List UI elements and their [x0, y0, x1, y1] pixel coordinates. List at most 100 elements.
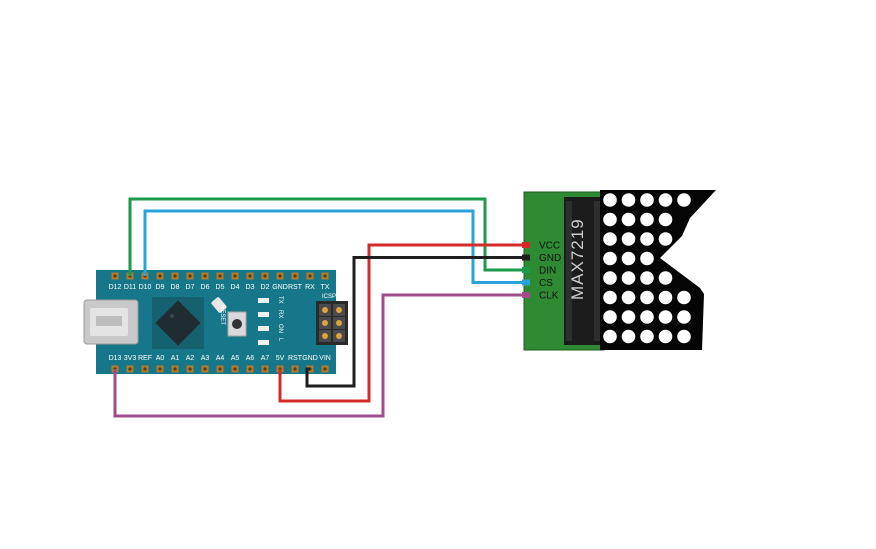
matrix-led — [640, 232, 654, 246]
pin-hole — [143, 367, 147, 371]
bottom-pin-label: A4 — [216, 355, 225, 362]
module-pin-label: DIN — [539, 266, 556, 277]
module-pin-clk — [522, 292, 530, 298]
led-matrix — [600, 190, 716, 350]
matrix-led — [658, 290, 673, 305]
bottom-pin-label: A7 — [261, 355, 270, 362]
pin-hole — [173, 274, 177, 278]
module-pin-cs — [522, 279, 530, 286]
matrix-led — [603, 232, 617, 246]
top-pin-label: RX — [305, 284, 315, 291]
bottom-pin-label: RST — [288, 355, 303, 362]
bottom-pin-label: GND — [302, 355, 318, 362]
matrix-led — [603, 310, 617, 324]
top-pin-label: D8 — [171, 284, 180, 291]
module-pin-label: GND — [539, 253, 561, 264]
matrix-led — [621, 329, 636, 344]
pin-hole — [233, 367, 237, 371]
icsp-label: ICSP — [322, 294, 336, 300]
bottom-pin-label: D13 — [109, 355, 122, 362]
wire-5v-to-vcc — [278, 243, 526, 403]
top-pin-label: GND — [272, 284, 288, 291]
matrix-led — [640, 271, 654, 285]
matrix-led — [603, 290, 617, 305]
matrix-led — [603, 251, 617, 266]
led-label: TX — [277, 296, 283, 304]
wire-d11-to-din — [128, 197, 526, 276]
bottom-pin-label: A1 — [171, 355, 180, 362]
pin-hole — [218, 367, 222, 371]
matrix-led — [640, 193, 654, 207]
reset-label: RESET — [219, 305, 225, 325]
matrix-led — [640, 329, 654, 344]
bottom-pin-label: REF — [138, 355, 152, 362]
pin-hole — [293, 367, 297, 371]
top-pin-label: D7 — [186, 284, 195, 291]
pin-hole — [203, 367, 207, 371]
module-pin-vcc — [522, 242, 530, 248]
module-pin-label: VCC — [539, 241, 560, 252]
top-pin-label: D6 — [201, 284, 210, 291]
matrix-led — [621, 212, 636, 227]
pin-hole — [293, 274, 297, 278]
matrix-led — [603, 212, 617, 227]
pin-hole — [113, 274, 117, 278]
crystal-component — [211, 297, 227, 313]
matrix-led — [603, 271, 617, 285]
bottom-pin-label: A6 — [246, 355, 255, 362]
top-pin-label: D10 — [139, 284, 152, 291]
pin-hole — [233, 274, 237, 278]
matrix-led — [677, 329, 691, 344]
pin-hole — [248, 367, 252, 371]
bottom-pin-label: A2 — [186, 355, 195, 362]
pin-hole — [278, 274, 282, 278]
led-label: RX — [277, 310, 283, 318]
matrix-led — [603, 193, 617, 207]
pin-hole — [203, 274, 207, 278]
bottom-pin-label: A5 — [231, 355, 240, 362]
matrix-led — [658, 232, 673, 246]
status-leds — [258, 298, 269, 345]
top-pin-label: D2 — [261, 284, 270, 291]
bottom-pin-label: 5V — [276, 355, 285, 362]
matrix-led — [677, 193, 691, 207]
top-pin-label: D12 — [109, 284, 122, 291]
module-pin-gnd — [522, 254, 530, 261]
top-pin-label: D4 — [231, 284, 240, 291]
module-pin-din — [522, 267, 530, 273]
matrix-led — [677, 290, 691, 305]
pin-hole — [188, 367, 192, 371]
pin-hole — [188, 274, 192, 278]
top-pin-label: D5 — [216, 284, 225, 291]
matrix-led — [621, 271, 636, 285]
matrix-led — [640, 290, 654, 305]
pin-hole — [173, 367, 177, 371]
max7219-chip — [564, 197, 602, 345]
matrix-body — [600, 190, 716, 350]
pin-hole — [218, 274, 222, 278]
pin-hole — [323, 274, 327, 278]
matrix-led — [621, 251, 636, 266]
matrix-led — [658, 271, 673, 285]
matrix-led — [658, 212, 673, 227]
reset-button[interactable] — [227, 311, 247, 337]
pin-hole — [158, 274, 162, 278]
wire-gnd-to-gnd — [305, 256, 526, 388]
bottom-pin-label: 3V3 — [124, 355, 137, 362]
pin-hole — [263, 367, 267, 371]
matrix-led — [658, 310, 673, 324]
led-label: ON — [277, 324, 283, 333]
matrix-led — [640, 212, 654, 227]
matrix-led — [640, 251, 654, 266]
led-label: L — [277, 338, 283, 342]
top-pin-label: D9 — [156, 284, 165, 291]
pin-hole — [158, 367, 162, 371]
pin-hole — [248, 274, 252, 278]
wire-d13-to-clk — [113, 293, 526, 418]
chip-label: MAX7219 — [568, 218, 587, 300]
microcontroller-chip — [152, 297, 204, 349]
module-pin-label: CS — [539, 278, 553, 289]
top-pin-label: TX — [321, 284, 330, 291]
